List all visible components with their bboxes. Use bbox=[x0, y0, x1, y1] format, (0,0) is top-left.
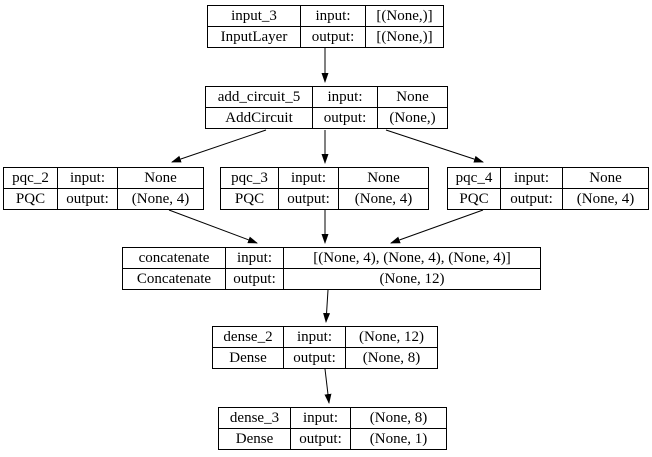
layer-name: pqc_2 bbox=[3, 167, 58, 189]
input-label: input: bbox=[300, 5, 366, 27]
input-label: input: bbox=[290, 407, 351, 429]
layer-class: InputLayer bbox=[207, 26, 301, 48]
layer-class: Dense bbox=[218, 428, 291, 450]
edge-concatenate-to-dense2 bbox=[323, 289, 331, 323]
output-shape-value: (None, 4) bbox=[117, 188, 204, 210]
layer-node-pqc_2: pqc_2 input: None PQC output: (None, 4) bbox=[3, 167, 204, 210]
output-label: output: bbox=[278, 188, 339, 210]
layer-class: AddCircuit bbox=[205, 107, 313, 129]
input-shape-value: [(None,)] bbox=[365, 5, 444, 27]
layer-name: concatenate bbox=[122, 247, 226, 269]
input-label: input: bbox=[312, 86, 378, 108]
input-label: input: bbox=[278, 167, 339, 189]
output-shape-value: (None, 4) bbox=[338, 188, 429, 210]
input-label: input: bbox=[225, 247, 284, 269]
layer-class: Dense bbox=[212, 347, 284, 369]
layer-name: pqc_4 bbox=[447, 167, 501, 189]
layer-node-input_3: input_3 input: [(None,)] InputLayer outp… bbox=[207, 5, 444, 48]
output-label: output: bbox=[225, 268, 284, 290]
layer-node-dense_2: dense_2 input: (None, 12) Dense output: … bbox=[212, 326, 438, 369]
output-shape-value: (None, 8) bbox=[345, 347, 438, 369]
layer-node-concatenate: concatenate input: [(None, 4), (None, 4)… bbox=[122, 247, 541, 290]
output-shape-value: (None,) bbox=[377, 107, 448, 129]
edge-dense2-to-dense3 bbox=[324, 368, 332, 404]
layer-class: PQC bbox=[447, 188, 501, 210]
layer-name: dense_2 bbox=[212, 326, 284, 348]
layer-class: PQC bbox=[220, 188, 279, 210]
edge-addcircuit5-to-pqc2 bbox=[171, 129, 267, 163]
layer-name: add_circuit_5 bbox=[205, 86, 313, 108]
layer-node-pqc_3: pqc_3 input: None PQC output: (None, 4) bbox=[220, 167, 429, 210]
output-shape-value: (None, 4) bbox=[562, 188, 649, 210]
layer-node-dense_3: dense_3 input: (None, 8) Dense output: (… bbox=[218, 407, 447, 450]
input-label: input: bbox=[500, 167, 563, 189]
edge-pqc2-to-concatenate bbox=[168, 209, 258, 244]
edge-addcircuit5-to-pqc4 bbox=[385, 129, 484, 163]
output-label: output: bbox=[312, 107, 378, 129]
input-shape-value: None bbox=[338, 167, 429, 189]
output-label: output: bbox=[500, 188, 563, 210]
output-shape-value: (None, 1) bbox=[350, 428, 447, 450]
layer-node-pqc_4: pqc_4 input: None PQC output: (None, 4) bbox=[447, 167, 649, 210]
layer-name: dense_3 bbox=[218, 407, 291, 429]
input-label: input: bbox=[57, 167, 118, 189]
input-shape-value: (None, 8) bbox=[350, 407, 447, 429]
input-shape-value: None bbox=[377, 86, 448, 108]
output-shape-value: (None, 12) bbox=[283, 268, 541, 290]
output-label: output: bbox=[57, 188, 118, 210]
layer-name: pqc_3 bbox=[220, 167, 279, 189]
input-label: input: bbox=[283, 326, 346, 348]
layer-node-add_circuit_5: add_circuit_5 input: None AddCircuit out… bbox=[205, 86, 448, 129]
edge-pqc4-to-concatenate bbox=[390, 209, 484, 244]
output-label: output: bbox=[300, 26, 366, 48]
input-shape-value: None bbox=[117, 167, 204, 189]
input-shape-value: (None, 12) bbox=[345, 326, 438, 348]
output-label: output: bbox=[290, 428, 351, 450]
layer-name: input_3 bbox=[207, 5, 301, 27]
layer-class: PQC bbox=[3, 188, 58, 210]
input-shape-value: None bbox=[562, 167, 649, 189]
input-shape-value: [(None, 4), (None, 4), (None, 4)] bbox=[283, 247, 541, 269]
output-shape-value: [(None,)] bbox=[365, 26, 444, 48]
layer-class: Concatenate bbox=[122, 268, 226, 290]
output-label: output: bbox=[283, 347, 346, 369]
